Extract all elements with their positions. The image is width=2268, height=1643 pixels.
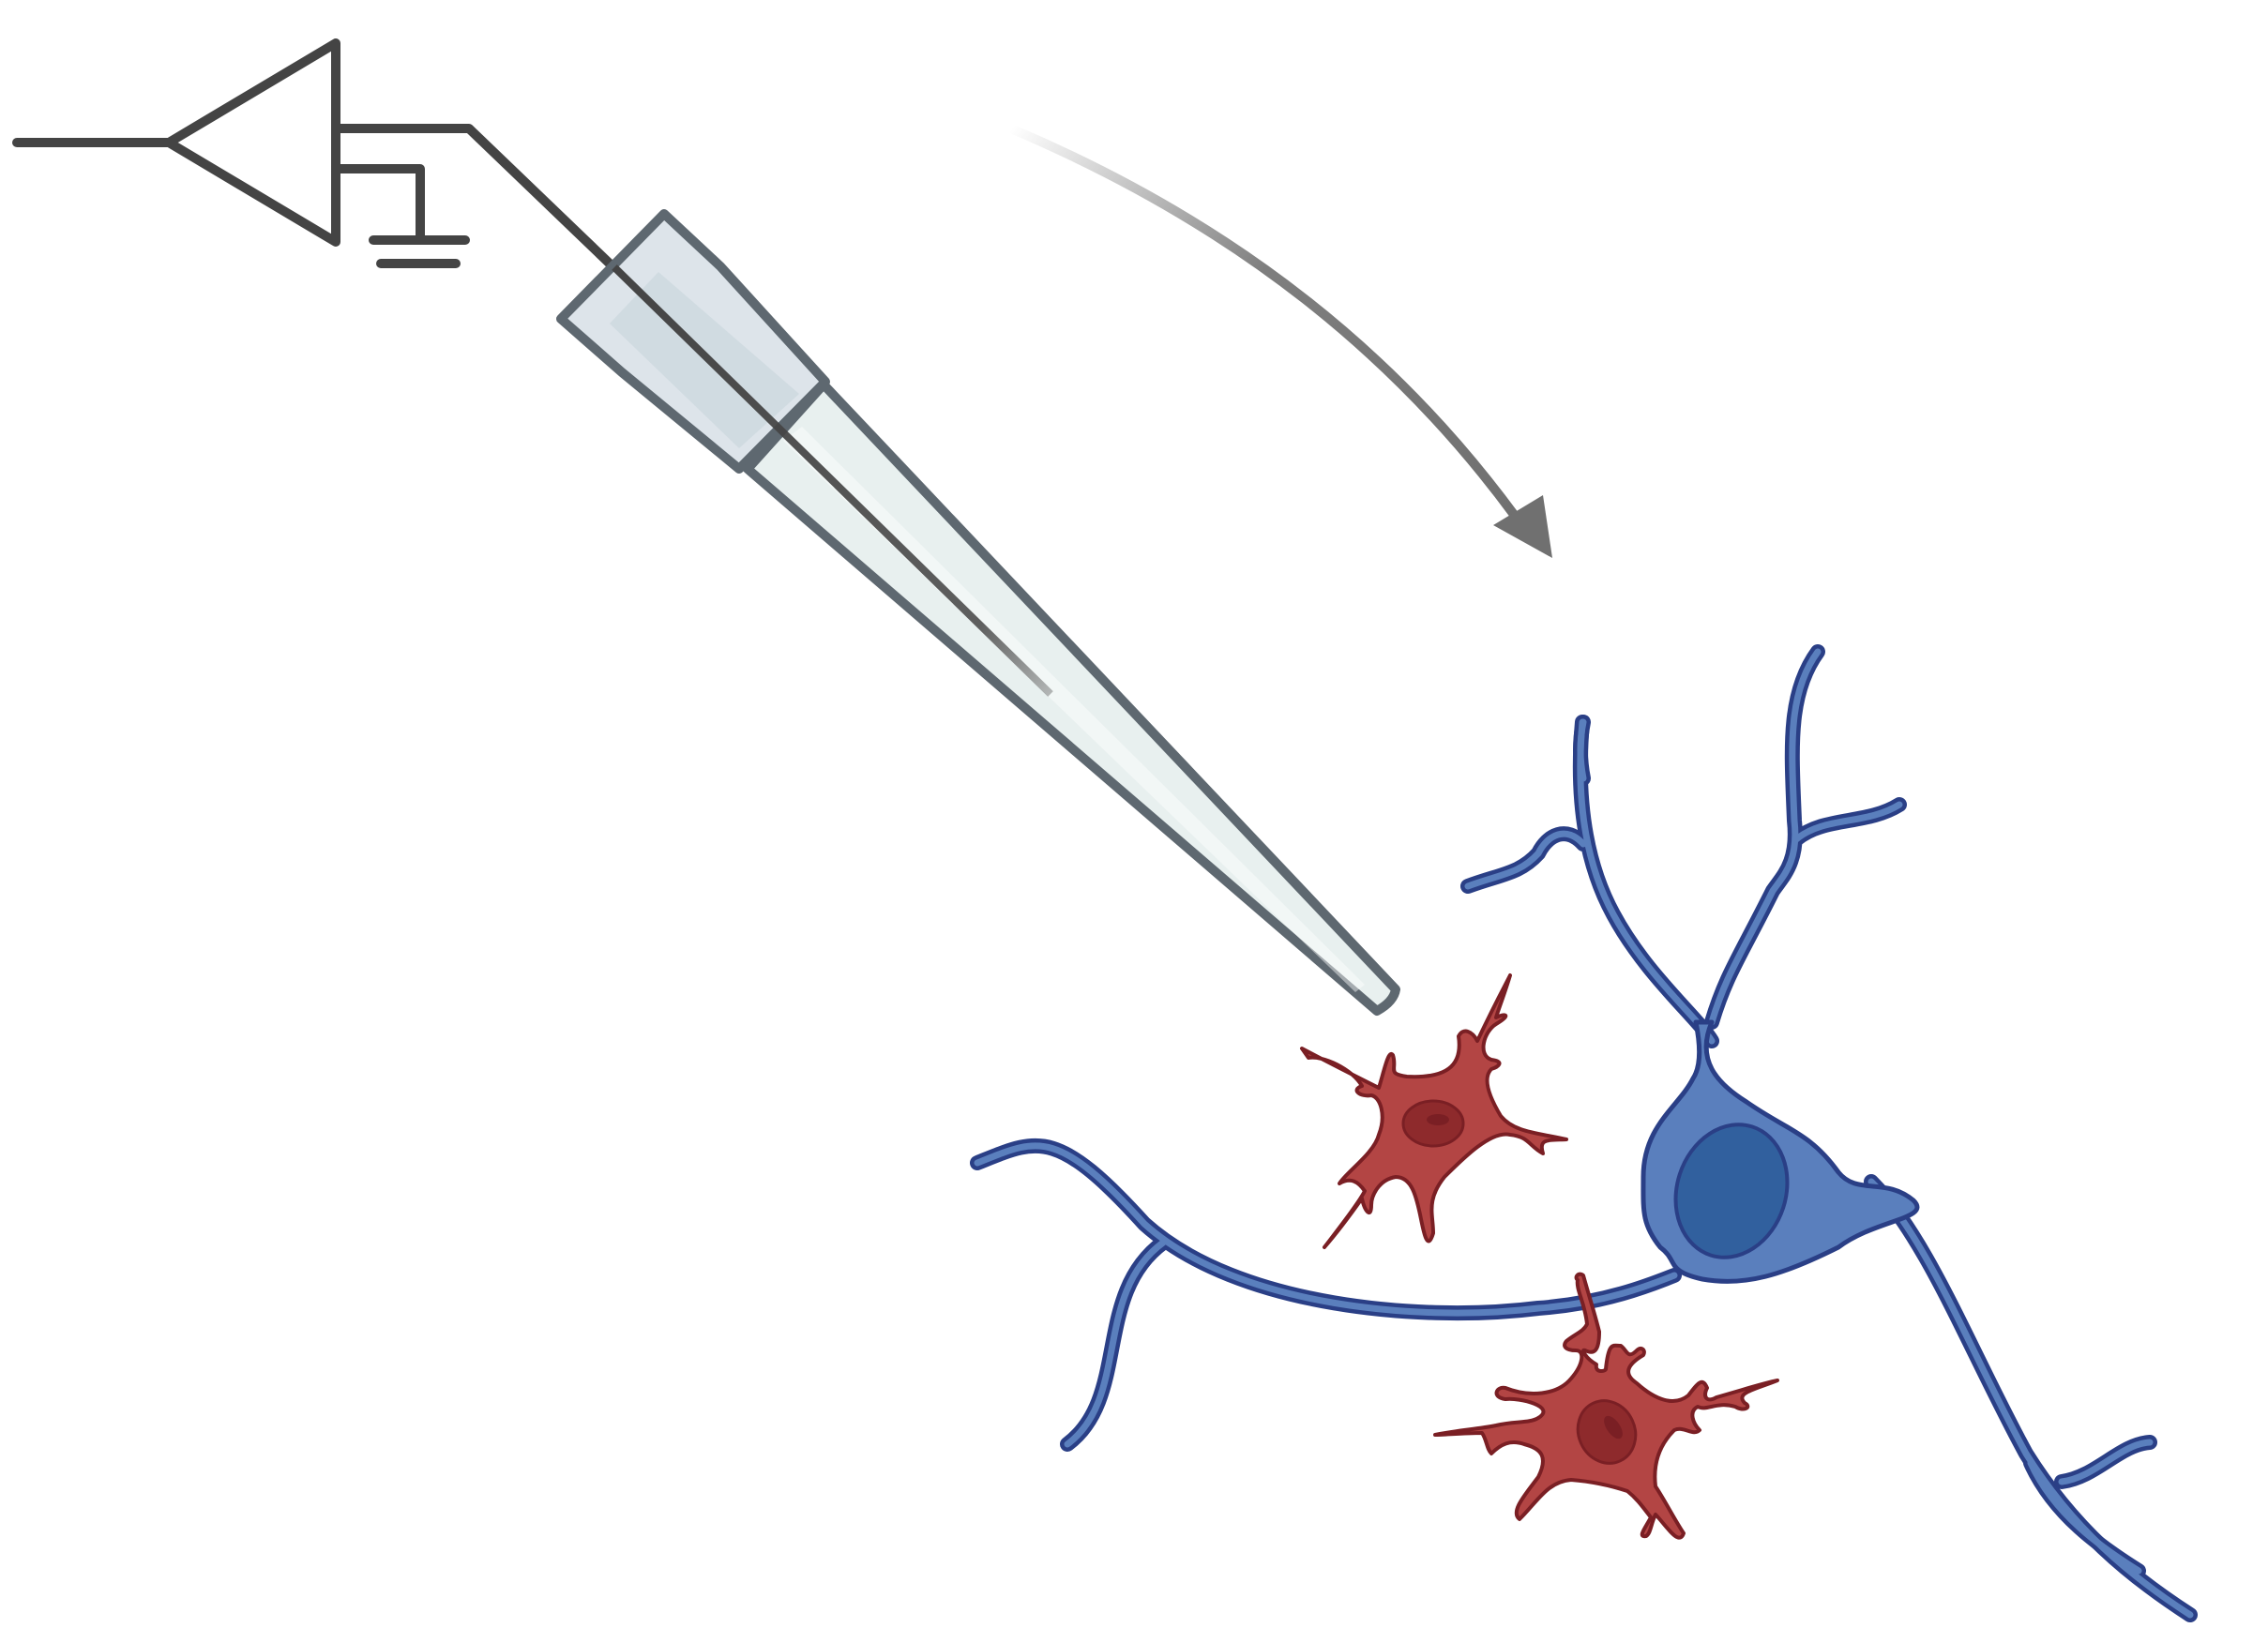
glia-nucleus bbox=[1576, 1399, 1638, 1465]
neuron-icon bbox=[970, 644, 2198, 1622]
glial-cell-upper bbox=[1300, 973, 1568, 1249]
curved-arrow-icon bbox=[1008, 125, 1552, 558]
glia-nucleolus bbox=[1604, 1415, 1623, 1440]
glia-nucleolus bbox=[1427, 1114, 1449, 1125]
ground-symbol-icon bbox=[369, 235, 470, 268]
pipette-shank-highlight bbox=[783, 427, 1365, 992]
arrow-shaft bbox=[1008, 125, 1520, 520]
amplifier-triangle-icon bbox=[164, 38, 340, 247]
glial-cell-lower bbox=[1433, 1272, 1779, 1540]
glass-micropipette-icon bbox=[556, 209, 1400, 1016]
internal-electrode bbox=[612, 264, 1053, 697]
ground-lead bbox=[331, 164, 425, 244]
neuron-nucleus bbox=[1673, 1123, 1790, 1259]
neuron-processes bbox=[970, 644, 2198, 1622]
arrowhead bbox=[1493, 495, 1552, 558]
pipette-shank bbox=[743, 380, 1400, 1016]
